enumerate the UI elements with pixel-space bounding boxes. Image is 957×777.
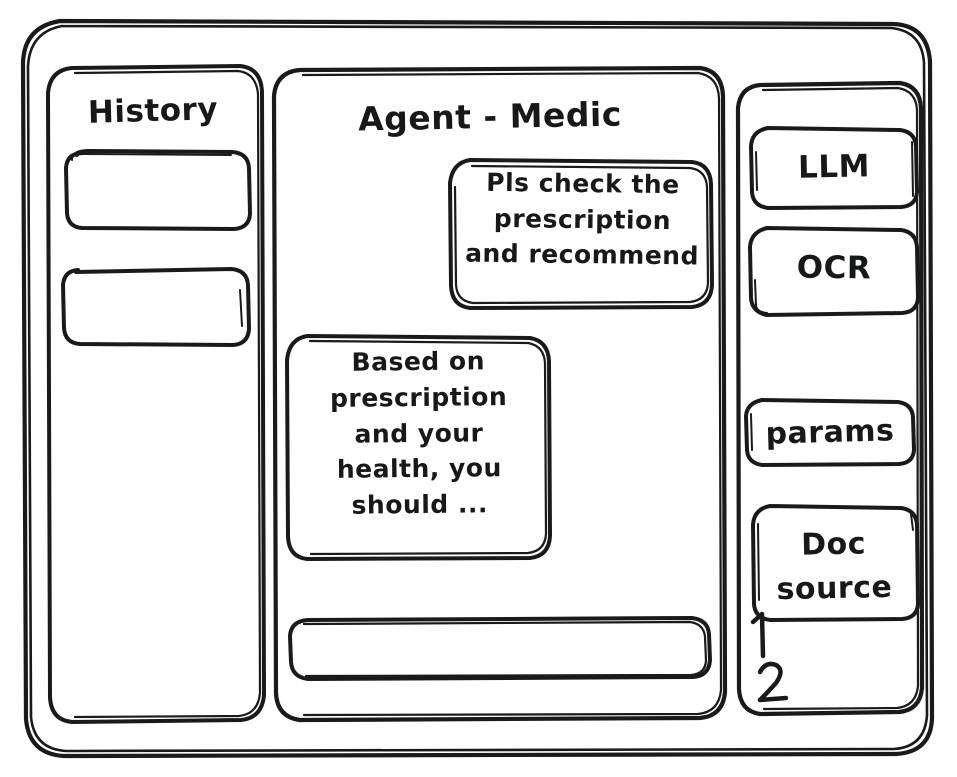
user-message-bubble-outline xyxy=(448,158,714,310)
history-item-1-outline xyxy=(64,149,252,231)
tools-panel xyxy=(738,83,922,714)
doc-item-marker-1 xyxy=(750,611,766,659)
doc-item-marker-2 xyxy=(757,661,789,703)
composer-outline xyxy=(288,616,712,681)
doc-source-box-outline xyxy=(751,504,920,622)
tool-params-outline xyxy=(744,398,916,467)
history-panel xyxy=(48,66,264,722)
agent-message-bubble-outline xyxy=(285,334,552,561)
tool-llm-outline xyxy=(749,126,919,210)
history-panel-outline xyxy=(46,64,266,724)
window-frame-outline xyxy=(20,18,935,759)
tools-panel-outline xyxy=(735,80,925,717)
history-item-2-outline xyxy=(61,267,251,347)
agent-panel-outline xyxy=(271,65,728,723)
tool-ocr-outline xyxy=(748,226,920,317)
agent-panel xyxy=(274,68,725,720)
